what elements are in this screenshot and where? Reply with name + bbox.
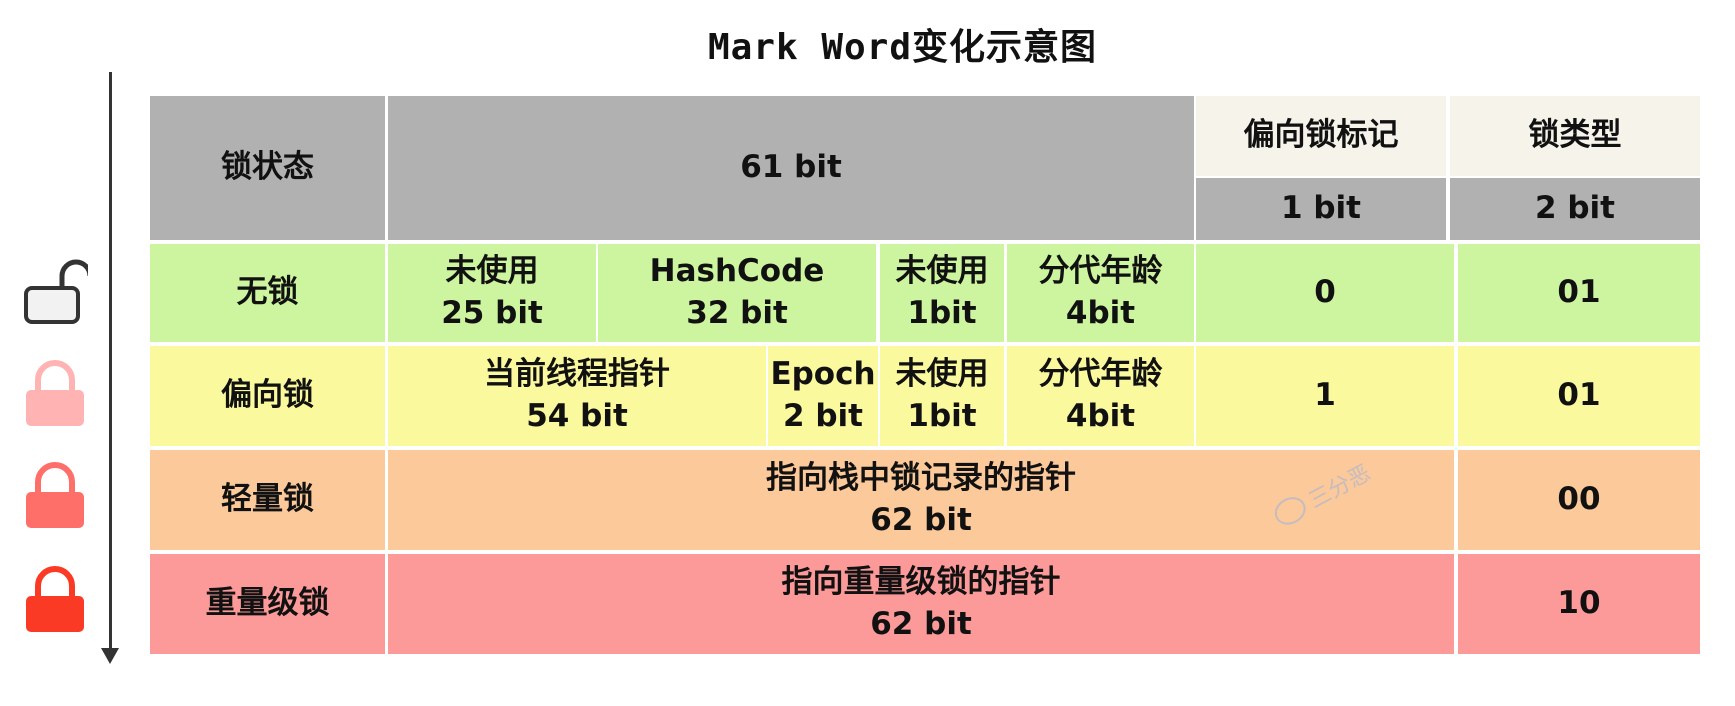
no-lock-age-bits: 4bit	[1065, 295, 1136, 331]
progression-arrow-head	[101, 648, 119, 664]
diagram-title: Mark Word变化示意图	[707, 27, 1098, 68]
no-lock-hashcode-label: HashCode	[649, 253, 825, 290]
padlock-icon-salmon	[26, 462, 84, 528]
no-lock-unused2-label: 未使用	[895, 253, 989, 290]
no-lock-biased-flag: 0	[1196, 244, 1454, 342]
biased-biased-flag: 1	[1196, 346, 1454, 446]
header-biased-flag-bits: 1 bit	[1196, 178, 1446, 240]
no-lock-age-label: 分代年龄	[1038, 253, 1163, 290]
no-lock-unused-25bit: 未使用 25 bit	[388, 244, 596, 342]
lightweight-lock-state-label: 轻量锁	[221, 481, 314, 518]
lightweight-stack-lock-record-pointer: 指向栈中锁记录的指针 62 bit	[388, 450, 1454, 550]
heavyweight-lock-type: 10	[1458, 554, 1700, 654]
no-lock-unused2-bits: 1bit	[907, 295, 977, 331]
biased-generation-age: 分代年龄 4bit	[1007, 346, 1194, 446]
header-lock-type: 锁类型	[1450, 96, 1700, 176]
heavyweight-lock-state-label: 重量级锁	[205, 585, 330, 622]
biased-epoch: Epoch 2 bit	[768, 346, 878, 446]
heavyweight-lock-type-value: 10	[1557, 585, 1601, 622]
heavyweight-pointer-label: 指向重量级锁的指针	[781, 564, 1061, 601]
row-heavyweight-lock-state: 重量级锁	[150, 554, 385, 654]
no-lock-hashcode-bits: 32 bit	[686, 295, 788, 331]
no-lock-unused-1bit: 未使用 1bit	[880, 244, 1004, 342]
no-lock-biased-flag-value: 0	[1314, 274, 1336, 311]
no-lock-lock-type-value: 01	[1557, 274, 1601, 311]
biased-lock-type: 01	[1458, 346, 1700, 446]
biased-epoch-bits: 2 bit	[783, 398, 863, 434]
header-lock-state-label: 锁状态	[221, 149, 314, 186]
header-biased-flag: 偏向锁标记	[1196, 96, 1446, 176]
row-biased-lock-state: 偏向锁	[150, 346, 385, 446]
header-biased-flag-bits-label: 1 bit	[1281, 190, 1361, 227]
no-lock-generation-age: 分代年龄 4bit	[1007, 244, 1194, 342]
biased-thread-label: 当前线程指针	[484, 356, 670, 393]
no-lock-unused1-label: 未使用	[445, 253, 539, 290]
padlock-icon-red	[26, 566, 84, 632]
no-lock-lock-type: 01	[1458, 244, 1700, 342]
biased-lock-state-label: 偏向锁	[221, 377, 314, 414]
biased-unused-bits: 1bit	[907, 398, 977, 434]
biased-epoch-label: Epoch	[770, 356, 876, 393]
header-lock-type-bits-label: 2 bit	[1535, 190, 1615, 227]
header-61-bit: 61 bit	[388, 96, 1194, 240]
no-lock-unused1-bits: 25 bit	[441, 295, 543, 331]
row-no-lock-state: 无锁	[150, 244, 385, 342]
header-lock-state: 锁状态	[150, 96, 385, 240]
lightweight-lock-type-value: 00	[1557, 481, 1601, 518]
biased-unused-label: 未使用	[895, 356, 989, 393]
biased-thread-pointer: 当前线程指针 54 bit	[388, 346, 766, 446]
heavyweight-pointer-bits: 62 bit	[870, 606, 972, 642]
lightweight-pointer-bits: 62 bit	[870, 502, 972, 538]
header-lock-type-bits: 2 bit	[1450, 178, 1700, 240]
header-lock-type-label: 锁类型	[1528, 117, 1622, 154]
biased-thread-bits: 54 bit	[526, 398, 628, 434]
lightweight-lock-type: 00	[1458, 450, 1700, 550]
progression-arrow-line	[109, 72, 112, 650]
biased-lock-type-value: 01	[1557, 377, 1601, 414]
header-biased-flag-label: 偏向锁标记	[1243, 117, 1399, 154]
biased-unused-1bit: 未使用 1bit	[880, 346, 1004, 446]
biased-age-label: 分代年龄	[1038, 356, 1163, 393]
no-lock-state-label: 无锁	[236, 274, 299, 311]
biased-biased-flag-value: 1	[1314, 377, 1336, 414]
lightweight-pointer-label: 指向栈中锁记录的指针	[766, 460, 1076, 497]
heavyweight-monitor-pointer: 指向重量级锁的指针 62 bit	[388, 554, 1454, 654]
padlock-icon-light-pink	[26, 360, 84, 426]
header-61-bit-label: 61 bit	[740, 149, 842, 186]
biased-age-bits: 4bit	[1065, 398, 1136, 434]
unlocked-padlock-icon	[24, 259, 88, 324]
no-lock-hashcode: HashCode 32 bit	[598, 244, 876, 342]
row-lightweight-lock-state: 轻量锁	[150, 450, 385, 550]
